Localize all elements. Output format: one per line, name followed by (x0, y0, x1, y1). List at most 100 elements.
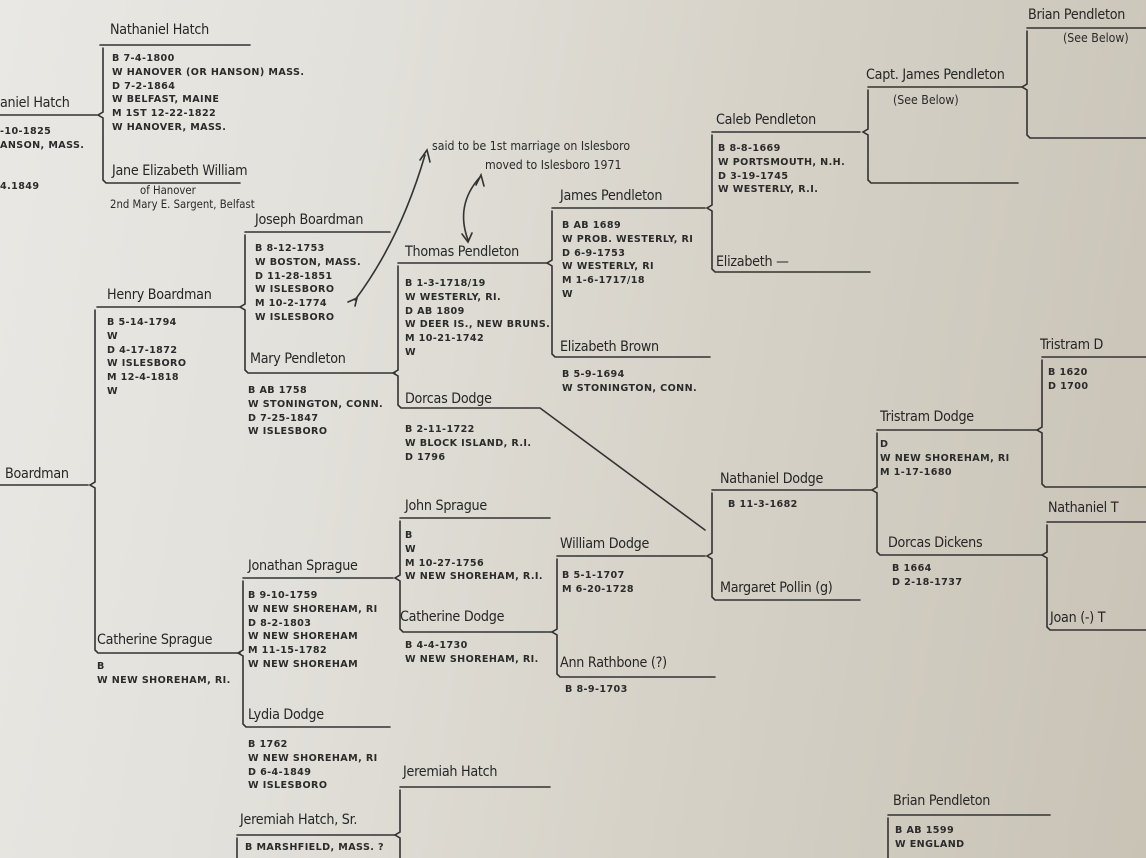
person-jane-elizabeth-william: Jane Elizabeth William (112, 163, 266, 179)
detail-line: B 7-4-1800 (112, 53, 175, 64)
person-aniel-hatch: aniel Hatch (0, 95, 79, 111)
detail-line: W ISLESBORO (248, 426, 328, 438)
person-catherine-sprague: Catherine Sprague (97, 632, 228, 648)
detail-line: M 1st 12-22-1822 (112, 108, 217, 120)
detail-line: W ENGLAND (895, 838, 965, 850)
person-nathaniel-dodge: Nathaniel Dodge (720, 471, 837, 487)
detail-line: W WESTERLY, R.I. (718, 184, 819, 196)
detail-line: B 1664 (892, 563, 932, 574)
detail-line: W (562, 288, 573, 300)
detail-line: D 7-2-1864 (112, 80, 176, 92)
bracket-brian-bottom (887, 814, 1051, 858)
detail-line: D 8-2-1803 (248, 617, 312, 629)
detail-line: W ISLESBORO (255, 284, 335, 296)
person-joseph-boardman: Joseph Boardman (255, 212, 378, 228)
detail-line: W ISLESBORO (248, 780, 328, 792)
bracket-tristram-parents (1035, 356, 1146, 488)
person-name: Catherine Sprague (97, 632, 213, 648)
detail-line: D 2-18-1737 (892, 576, 963, 588)
detail-line: W ISLESBORO (255, 311, 335, 323)
annotation-arrows (347, 148, 485, 307)
detail-line: W NEW SHOREHAM, R.I. (405, 571, 543, 583)
detail-line: D Ab 1809 (405, 305, 465, 317)
person-dorcas-dickens: Dorcas Dickens (888, 535, 995, 551)
detail-line: D (880, 439, 889, 450)
bracket-catherine-sprague-parents (236, 577, 394, 728)
person-joan-t: Joan (-) T (1050, 610, 1113, 626)
detail-line: W ISLESBORO (107, 358, 187, 370)
detail-line: W WESTERLY, RI. (405, 291, 502, 303)
detail-line: W NEW SHOREHAM, RI (880, 452, 1010, 464)
detail-line: B 5-9-1694 (562, 369, 625, 380)
detail-line: W (405, 543, 416, 555)
person-name: Jane Elizabeth William (112, 163, 248, 179)
detail-line: W (405, 346, 416, 358)
person-brian-pendleton: Brian Pendleton (893, 793, 1003, 809)
person-name: Elizabeth — (716, 254, 789, 270)
person-name: James Pendleton (560, 188, 663, 204)
person-name: Dorcas Dickens (888, 535, 983, 551)
detail-line: W NEW SHOREHAM (248, 658, 359, 670)
person-tristram-dodge: Tristram Dodge (880, 409, 987, 425)
person-name: Mary Pendleton (250, 351, 346, 367)
detail-line: B 8-12-1753 (255, 243, 325, 254)
person-nathaniel-hatch: Nathaniel Hatch (110, 22, 222, 38)
detail-line: B 1620 (1048, 367, 1088, 378)
person-jeremiah-hatch: Jeremiah Hatch (403, 764, 510, 780)
bracket-nathaniel-dodge-parents (870, 429, 1043, 556)
detail-line (0, 166, 84, 180)
detail-line: W NEW SHOREHAM, RI. (405, 653, 539, 665)
detail-line: W PORTSMOUTH, N.H. (718, 156, 846, 168)
detail-line: M 10-2-1774 (255, 298, 327, 310)
detail-line: W (107, 330, 118, 342)
detail-line: W NEW SHOREHAM, RI (248, 603, 378, 615)
detail-line: ANSON, MASS. (0, 139, 85, 151)
person-nathaniel-t: Nathaniel T (1048, 500, 1128, 516)
detail-line: B 2-11-1722 (405, 424, 475, 435)
person-details: B MARSHFIELD, MASS. ? (245, 841, 384, 855)
detail-line: B 5-14-1794 (107, 317, 177, 328)
detail-line: W STONINGTON, CONN. (562, 382, 698, 394)
person-mary-pendleton: Mary Pendleton (250, 351, 359, 367)
person-details: B 11-3-1682 (728, 498, 798, 512)
person-elizabeth-brown: Elizabeth Brown (560, 339, 672, 355)
detail-line: W HANOVER, MASS. (112, 121, 227, 133)
annotation-note: said to be 1st marriage on Islesboro (432, 138, 631, 153)
detail-line: M 1-17-1680 (880, 466, 952, 478)
detail-line: D 1796 (405, 451, 446, 463)
detail-line: M 10-21-1742 (405, 333, 485, 345)
person-name: Nathaniel T (1048, 500, 1119, 516)
person-james-pendleton: James Pendleton (560, 188, 676, 204)
detail-line: M 12-4-1818 (107, 372, 179, 384)
person-name: John Sprague (405, 498, 487, 514)
bracket-jeremiah-sr-parents (236, 786, 551, 858)
person-name: Lydia Dodge (248, 707, 324, 723)
detail-line: W Prob. WESTERLY, RI (562, 233, 694, 245)
person-ann-rathbone: Ann Rathbone (?) (560, 655, 681, 671)
person-name: Nathaniel Hatch (110, 22, 209, 38)
see-below-note: (See Below) (1063, 30, 1129, 45)
person-details: D W NEW SHOREHAM, RI M 1-17-1680 (880, 438, 1010, 479)
detail-line: B 9-10-1759 (248, 590, 318, 601)
detail-line: D 6-9-1753 (562, 247, 626, 259)
person-dorcas-dodge: Dorcas Dodge (405, 391, 503, 407)
person-john-sprague: John Sprague (405, 498, 498, 514)
detail-line: W BELFAST, MAINE (112, 94, 220, 106)
detail-line: B Ab 1689 (562, 220, 622, 231)
person-name: Ann Rathbone (?) (560, 655, 667, 671)
bracket-dickens-parents (1040, 521, 1146, 631)
detail-line: W NEW SHOREHAM, RI (248, 752, 378, 764)
person-details: B 5-9-1694 W STONINGTON, CONN. (562, 368, 697, 396)
bracket-james-parents (705, 131, 871, 273)
person-brian-pendleton: Brian Pendleton (1028, 7, 1138, 23)
